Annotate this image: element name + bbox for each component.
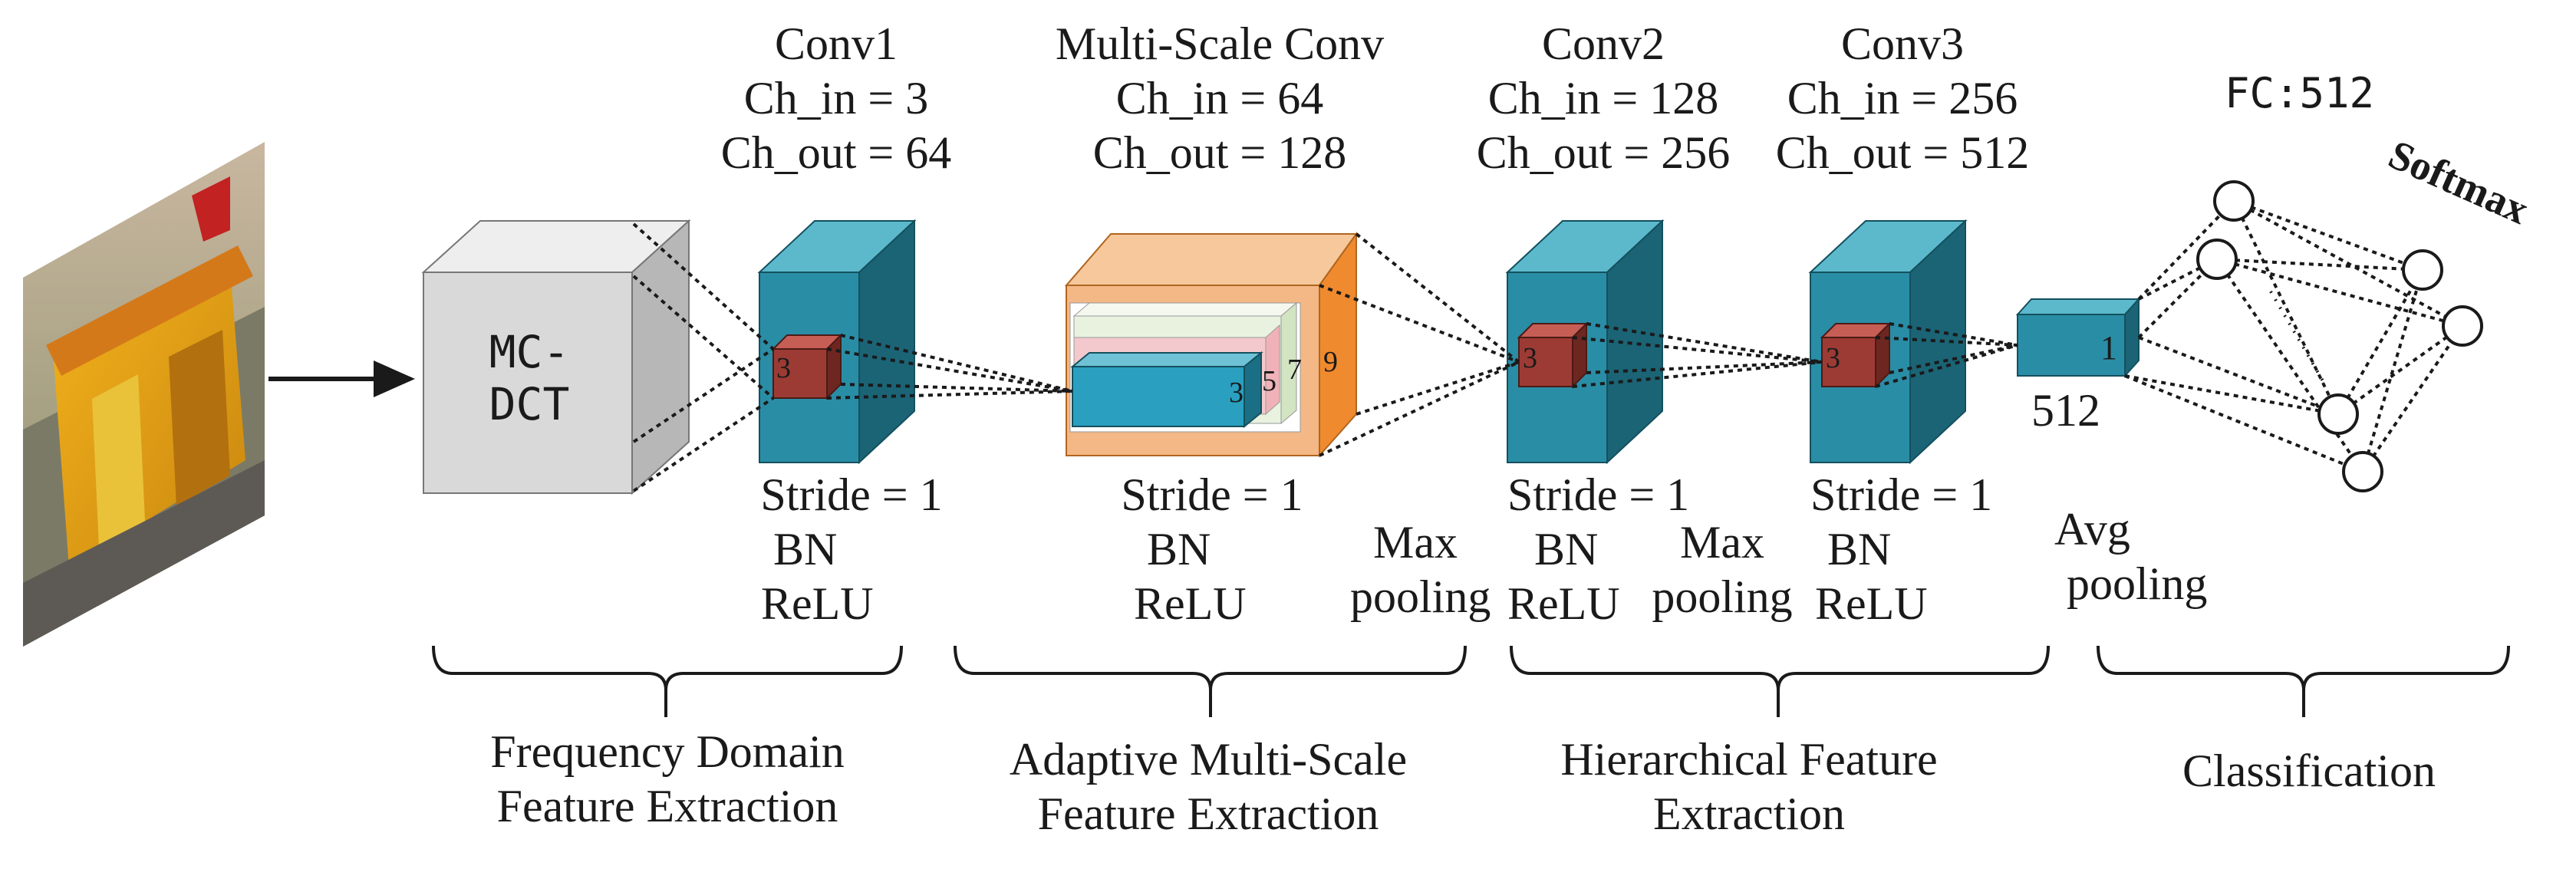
conv1-header: Conv1 Ch_in = 3 Ch_out = 64	[690, 17, 982, 179]
avgpool-label-line2: pooling	[2067, 558, 2208, 609]
conv1-kernel	[771, 333, 843, 400]
conv2-ch-in: Ch_in = 128	[1487, 72, 1719, 123]
conv2-pool-line1: Max	[1680, 517, 1764, 568]
msconv-kernel-9: 9	[1323, 346, 1338, 378]
msconv-pool-line2: pooling	[1350, 571, 1491, 622]
conv2-bn: BN	[1534, 523, 1599, 574]
fc-nodes	[2196, 180, 2383, 492]
conv3-title: Conv3	[1840, 18, 1965, 69]
msconv-ch-in: Ch_in = 64	[1115, 72, 1324, 123]
avgpool-label: Avg pooling	[2018, 502, 2263, 611]
conv3-kernel-label: 3	[1826, 342, 1840, 374]
brace-classification	[2097, 645, 2510, 691]
group-hierarchical: Hierarchical Feature Extraction	[1504, 732, 1995, 841]
mcdct-line2: DCT	[489, 378, 570, 431]
conv2-title: Conv2	[1541, 18, 1665, 69]
group-multiscale-line2: Feature Extraction	[1037, 788, 1379, 839]
brace-frequency	[432, 645, 903, 691]
group-classification-line1: Classification	[2182, 746, 2436, 796]
conv3-block	[1808, 219, 1968, 465]
softmax-nodes	[2402, 249, 2483, 347]
avgpool-block	[2015, 297, 2141, 378]
conv2-ch-out: Ch_out = 256	[1476, 127, 1731, 178]
mcdct-label: MC- DCT	[453, 326, 606, 431]
conv3-bn: BN	[1827, 523, 1892, 574]
conv3-stride: Stride = 1	[1810, 469, 1993, 520]
input-image	[23, 142, 265, 647]
msconv-kernel-3: 3	[1229, 377, 1244, 409]
mcdct-line1: MC-	[489, 326, 570, 378]
msconv-pool-line1: Max	[1373, 517, 1458, 568]
conv1-relu: ReLU	[761, 578, 874, 629]
fc-node	[2213, 180, 2255, 222]
conv2-pool-line2: pooling	[1652, 571, 1793, 622]
group-multiscale-line1: Adaptive Multi-Scale	[1009, 734, 1408, 785]
msconv-footer: Stride = 1 BN ReLU	[1097, 468, 1327, 630]
msconv-bn: BN	[1147, 523, 1211, 574]
group-classification: Classification	[2117, 744, 2501, 798]
msconv-header: Multi-Scale Conv Ch_in = 64 Ch_out = 128	[1005, 17, 1435, 179]
conv2-footer: Stride = 1 BN ReLU	[1507, 468, 1692, 630]
group-braces	[432, 645, 2510, 717]
brace-multiscale	[954, 645, 1467, 691]
conv3-footer: Stride = 1 BN ReLU	[1810, 468, 2002, 630]
conv1-ch-in: Ch_in = 3	[743, 72, 929, 123]
conv1-kernel-label: 3	[776, 352, 791, 384]
conv1-bn: BN	[773, 523, 838, 574]
conv3-header: Conv3 Ch_in = 256 Ch_out = 512	[1749, 17, 2056, 179]
softmax-node	[2442, 305, 2483, 347]
conv1-footer: Stride = 1 BN ReLU	[736, 468, 967, 630]
msconv-title: Multi-Scale Conv	[1055, 18, 1385, 69]
msconv-relu: ReLU	[1134, 578, 1247, 629]
conv2-stride: Stride = 1	[1507, 469, 1690, 520]
softmax-node	[2402, 249, 2443, 291]
group-multiscale: Adaptive Multi-Scale Feature Extraction	[955, 732, 1461, 841]
conv3-ch-out: Ch_out = 512	[1775, 127, 2030, 178]
msconv-kernel-7: 7	[1287, 354, 1302, 386]
brace-hierarchical	[1510, 645, 2050, 691]
avgpool-size: 512	[2031, 385, 2100, 436]
conv1-title: Conv1	[774, 18, 898, 69]
conv1-ch-out: Ch_out = 64	[720, 127, 952, 178]
conv2-pool: Max pooling	[1645, 515, 1799, 624]
msconv-kernel-5: 5	[1262, 365, 1276, 397]
projection-lines	[632, 222, 2018, 492]
conv2-header: Conv2 Ch_in = 128 Ch_out = 256	[1458, 17, 1749, 179]
msconv-block	[1064, 231, 1358, 458]
conv3-ch-in: Ch_in = 256	[1787, 72, 2018, 123]
fc-connections	[2124, 199, 2464, 473]
group-frequency: Frequency Domain Feature Extraction	[460, 725, 875, 834]
msconv-ch-out: Ch_out = 128	[1092, 127, 1347, 178]
group-hierarchical-line2: Extraction	[1653, 788, 1845, 839]
fc-node	[2342, 451, 2383, 492]
avgpool-label-line1: Avg	[2054, 504, 2130, 555]
mcdct-block	[421, 219, 691, 495]
msconv-pool: Max pooling	[1350, 515, 1491, 624]
msconv-stride: Stride = 1	[1121, 469, 1303, 520]
fc-title: FC:512	[2225, 69, 2375, 117]
fc-node	[2317, 393, 2359, 435]
conv3-relu: ReLU	[1815, 578, 1928, 629]
conv2-kernel	[1517, 321, 1589, 389]
group-frequency-line1: Frequency Domain	[490, 726, 845, 777]
group-hierarchical-line1: Hierarchical Feature	[1560, 734, 1938, 785]
conv2-kernel-label: 3	[1523, 342, 1537, 374]
conv2-relu: ReLU	[1507, 578, 1620, 629]
group-frequency-line2: Feature Extraction	[496, 780, 838, 831]
avgpool-depth: 1	[2100, 329, 2117, 367]
fc-node	[2196, 239, 2238, 280]
conv1-stride: Stride = 1	[760, 469, 943, 520]
